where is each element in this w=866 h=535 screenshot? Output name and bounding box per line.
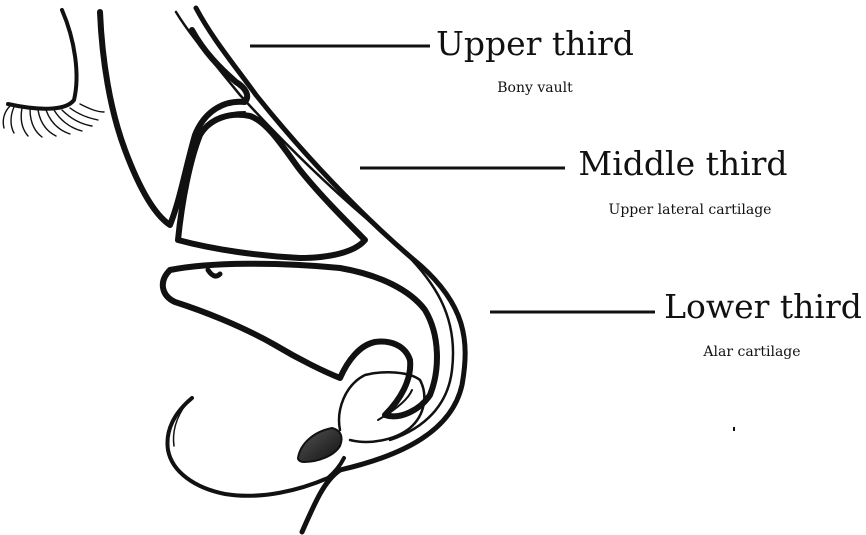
lower-third-label: Lower third (664, 287, 862, 326)
upper-third-sublabel: Bony vault (497, 80, 573, 96)
stray-mark (733, 427, 735, 431)
lower-third-sublabel: Alar cartilage (702, 344, 800, 360)
alar-cartilage (163, 264, 437, 417)
upper-third-label: Upper third (436, 24, 634, 63)
eyelid-outline (8, 10, 77, 109)
middle-third-label: Middle third (578, 144, 787, 183)
nostril (298, 428, 342, 462)
middle-third-sublabel: Upper lateral cartilage (609, 202, 772, 218)
